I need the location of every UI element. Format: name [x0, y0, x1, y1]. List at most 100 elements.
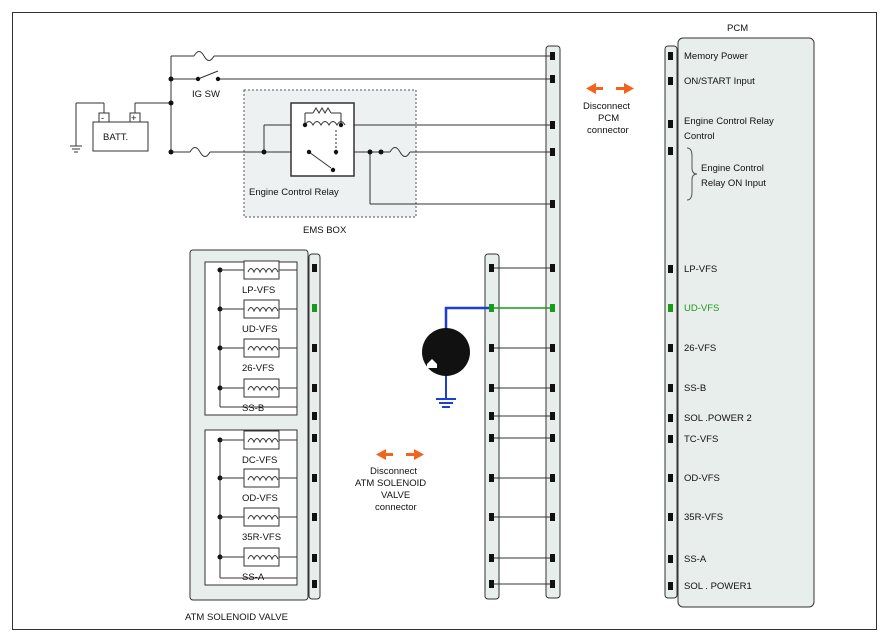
solenoid-label: UD-VFS — [242, 324, 277, 335]
pcm-pin-label: 26-VFS — [684, 343, 716, 354]
atm-harness-pin — [489, 554, 494, 562]
pcm-pin-label: Engine Control Relay — [684, 116, 774, 127]
atm-solenoid-pin — [312, 554, 317, 562]
atm-solenoid-pin — [312, 304, 317, 312]
atm-solenoid-pin — [312, 513, 317, 521]
pcm-pin-label: ON/START Input — [684, 76, 755, 87]
solenoid-coil — [217, 338, 297, 358]
disconnect-pcm-line-3: connector — [587, 125, 629, 136]
atm-harness-pin — [489, 434, 494, 442]
battery-plus: + — [131, 113, 137, 124]
harness-pin — [550, 200, 555, 208]
atm-solenoid-connector[interactable] — [308, 253, 321, 600]
solenoid-label: SS-A — [242, 572, 265, 583]
solenoid-coil — [217, 468, 297, 488]
pcm-pin — [668, 304, 673, 312]
disconnect-atm-arrows — [376, 449, 424, 460]
pcm-pin — [668, 52, 673, 60]
disconnect-atm-line-2: ATM SOLENOID — [355, 478, 426, 489]
harness-pin — [550, 52, 555, 60]
disconnect-pcm-arrows — [586, 83, 634, 94]
pcm-pin — [668, 265, 673, 273]
atm-harness-pin — [489, 384, 494, 392]
atm-harness-pin — [489, 264, 494, 272]
harness-pin — [550, 384, 555, 392]
pcm-pin-label: SS-A — [684, 554, 707, 565]
pcm-harness-connector[interactable] — [545, 45, 561, 599]
solenoid-label: 26-VFS — [242, 363, 274, 374]
solenoid-coil — [217, 260, 297, 280]
solenoid-label: OD-VFS — [242, 493, 278, 504]
pcm-pin-label: Relay ON Input — [701, 178, 766, 189]
solenoid-label: SS-B — [242, 403, 264, 414]
atm-harness-pin — [489, 474, 494, 482]
pcm-pin-label: SS-B — [684, 383, 706, 394]
brace — [686, 147, 698, 201]
atm-harness-connector[interactable] — [484, 253, 500, 600]
pcm-pin-label: SOL .POWER 2 — [684, 413, 752, 424]
pcm-pin — [668, 414, 673, 422]
harness-pin — [550, 513, 555, 521]
atm-solenoid-pin — [312, 412, 317, 420]
pcm-pin-label: LP-VFS — [684, 264, 717, 275]
pcm-pin-label: OD-VFS — [684, 473, 720, 484]
engine-control-relay — [290, 102, 355, 177]
pcm-pin-label: TC-VFS — [684, 434, 718, 445]
atm-solenoid-pin — [312, 434, 317, 442]
solenoid-label: 35R-VFS — [242, 532, 281, 543]
atm-solenoid-valve-label: ATM SOLENOID VALVE — [185, 612, 288, 623]
pcm-block — [677, 37, 815, 608]
harness-pin — [550, 474, 555, 482]
meter-symbol-icon — [427, 359, 437, 368]
solenoid-coil — [217, 547, 297, 567]
pcm-pin-label: Engine Control — [701, 163, 764, 174]
harness-pin — [550, 580, 555, 588]
atm-harness-pin — [489, 344, 494, 352]
meter-icon — [422, 328, 470, 376]
atm-harness-pin — [489, 580, 494, 588]
disconnect-atm-line-4: connector — [375, 502, 417, 513]
harness-pin — [550, 434, 555, 442]
atm-harness-pin — [489, 513, 494, 521]
disconnect-pcm-line-2: PCM — [598, 113, 619, 124]
solenoid-coil — [217, 430, 297, 450]
pcm-pin-label: Control — [684, 131, 715, 142]
solenoid-label: DC-VFS — [242, 455, 277, 466]
disconnect-atm-line-1: Disconnect — [370, 466, 417, 477]
battery-minus: - — [101, 113, 104, 124]
pcm-pin-label: 35R-VFS — [684, 512, 723, 523]
pcm-pin-label: SOL . POWER1 — [684, 581, 752, 592]
solenoid-label: LP-VFS — [242, 285, 275, 296]
atm-harness-pin — [489, 412, 494, 420]
pcm-title: PCM — [727, 23, 748, 34]
harness-pin — [550, 304, 555, 312]
atm-solenoid-pin — [312, 264, 317, 272]
pcm-pin — [668, 582, 673, 590]
relay-contacts — [302, 122, 344, 173]
solenoid-coil — [217, 507, 297, 527]
pcm-pin — [668, 513, 673, 521]
pcm-pin — [668, 120, 673, 128]
harness-pin — [550, 148, 555, 156]
disconnect-atm-line-3: VALVE — [381, 490, 410, 501]
pcm-pin-label: Memory Power — [684, 51, 748, 62]
solenoid-coil — [217, 299, 297, 319]
pcm-connector[interactable] — [664, 45, 678, 599]
atm-solenoid-pin — [312, 580, 317, 588]
harness-pin — [550, 412, 555, 420]
pcm-pin-label: UD-VFS — [684, 303, 719, 314]
power-junctions — [168, 76, 384, 155]
pcm-pin — [668, 77, 673, 85]
harness-pin — [550, 75, 555, 83]
ig-switch-label: IG SW — [192, 89, 220, 100]
pcm-pin — [668, 555, 673, 563]
harness-pin — [550, 344, 555, 352]
pcm-pin — [668, 384, 673, 392]
disconnect-pcm-line-1: Disconnect — [583, 101, 630, 112]
solenoid-coil — [217, 378, 297, 398]
pcm-pin — [668, 474, 673, 482]
pcm-pin — [668, 435, 673, 443]
pcm-pin — [668, 344, 673, 352]
battery-label: BATT. — [103, 132, 128, 143]
